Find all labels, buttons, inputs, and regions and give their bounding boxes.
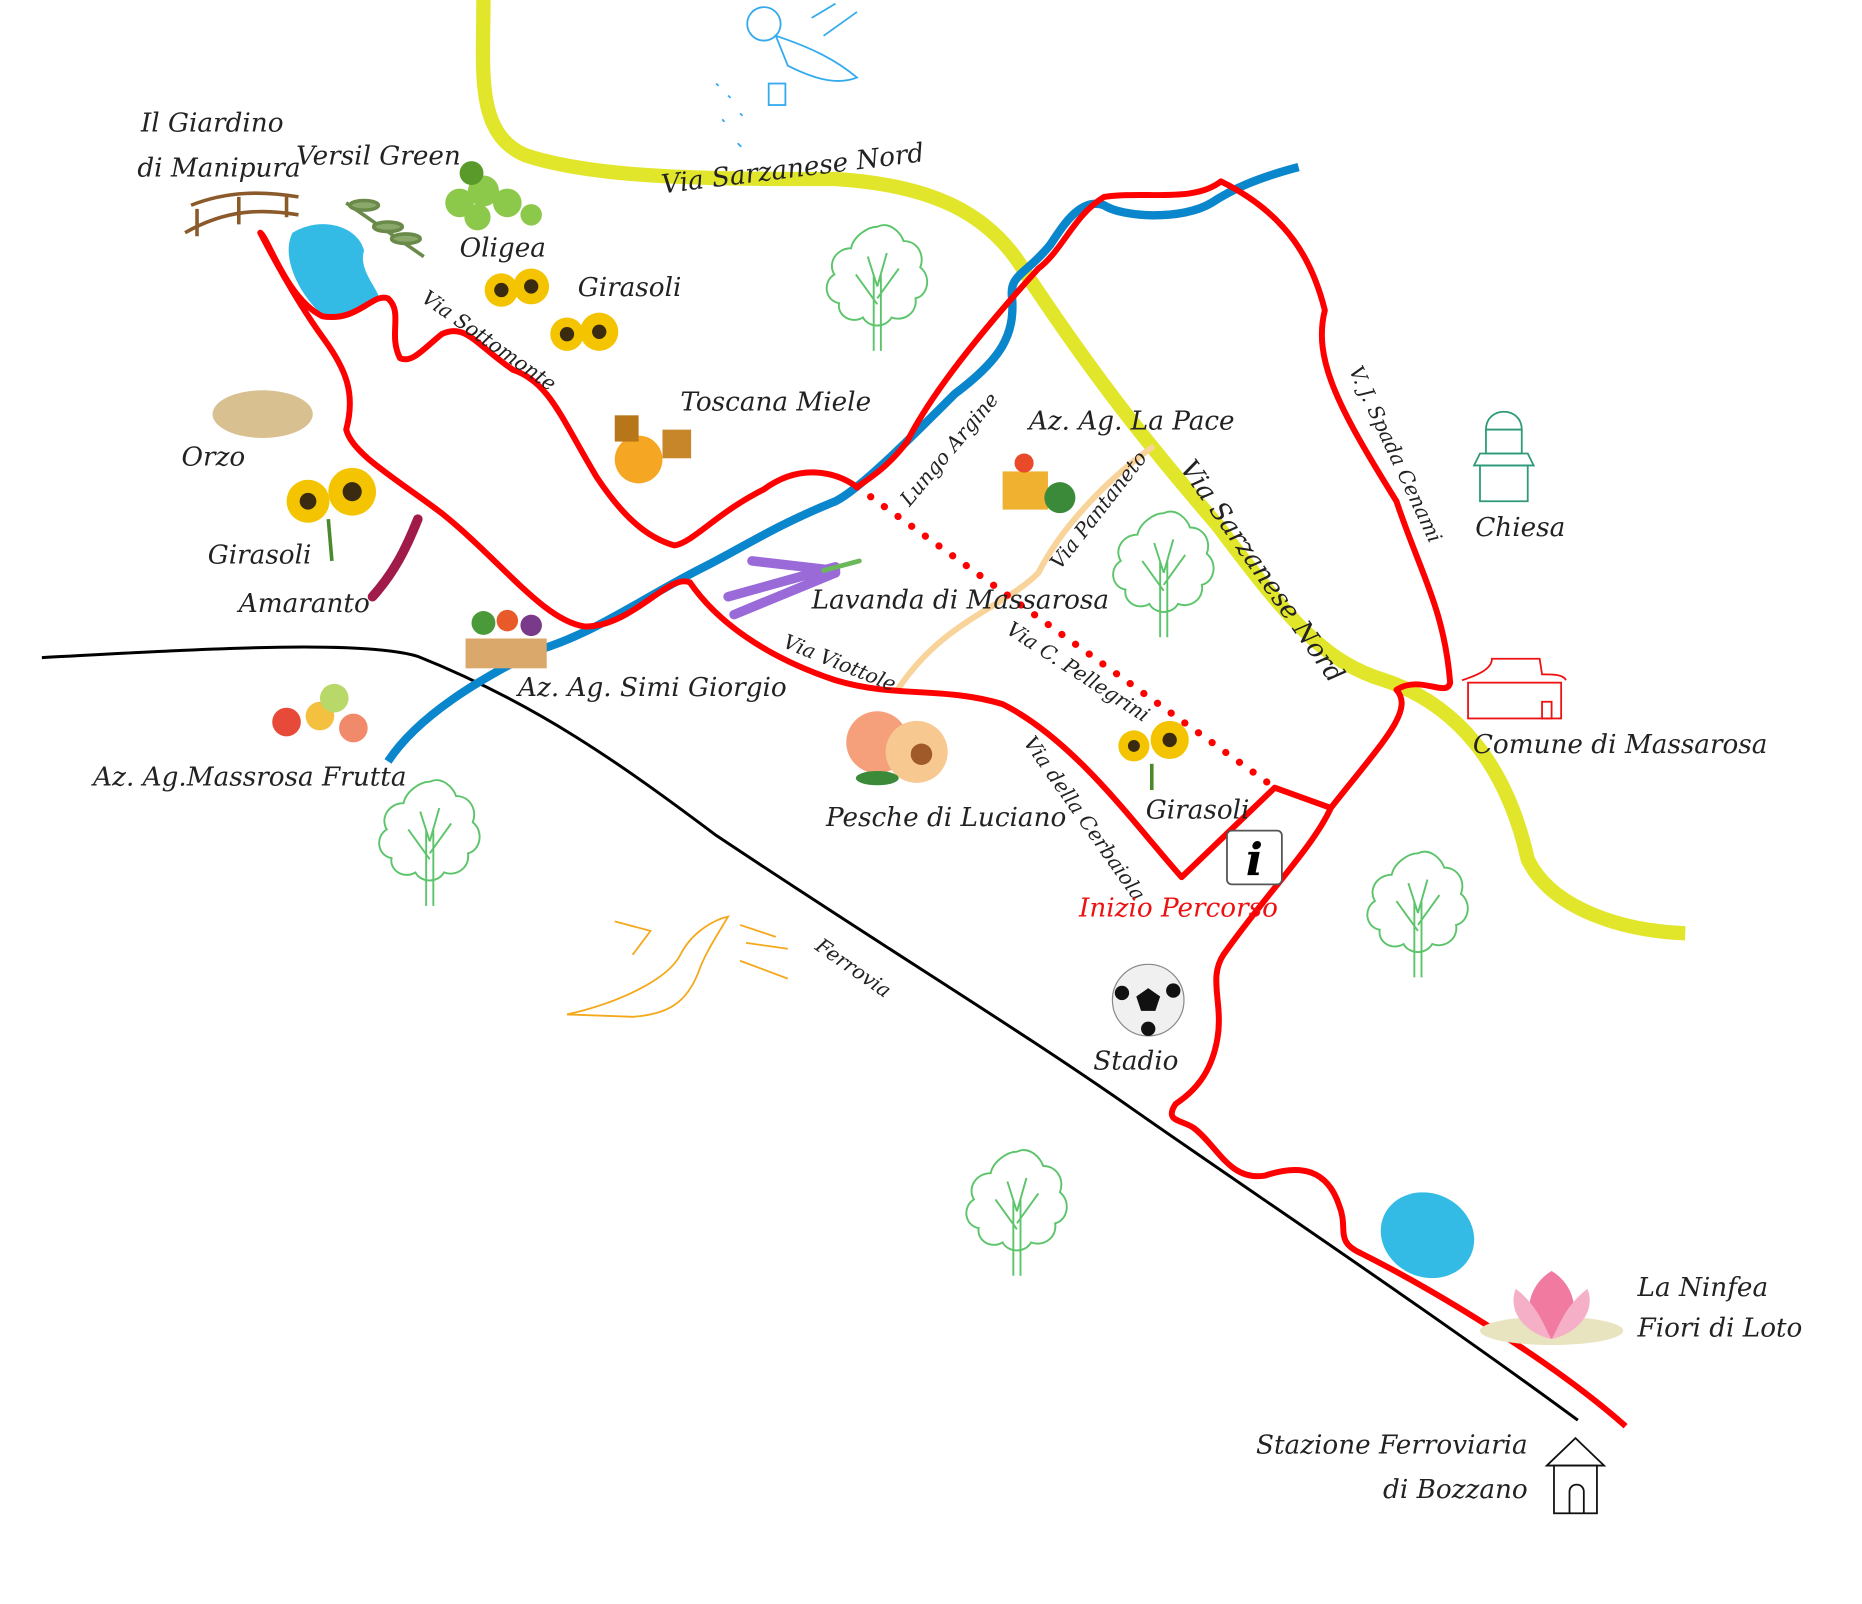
road-label-spada-cenami: V. J. Spada Cenami xyxy=(1344,362,1447,546)
road-label-pellegrini: Via C. Pellegrini xyxy=(1002,617,1154,727)
label-orzo: Orzo xyxy=(182,442,246,472)
label-simi-giorgio: Az. Ag. Simi Giorgio xyxy=(516,673,787,703)
sunflower-icon xyxy=(1118,720,1189,791)
label-stazione-line1: Stazione Ferroviaria xyxy=(1256,1431,1528,1461)
lake-manipura xyxy=(288,224,380,318)
barley-icon xyxy=(212,390,313,438)
dotted-route-pellegrini xyxy=(853,483,1279,792)
hops-icon xyxy=(445,161,542,231)
info-point-icon[interactable]: i xyxy=(1226,829,1283,886)
amaranth-icon xyxy=(367,514,423,602)
label-toscana-miele: Toscana Miele xyxy=(680,388,871,418)
town-hall-icon xyxy=(1461,657,1567,720)
lotus-icon xyxy=(1479,1271,1624,1346)
label-inizio-percorso: Inizio Percorso xyxy=(1078,894,1278,924)
tree-icon xyxy=(378,779,481,907)
label-giardino-line1: Il Giardino xyxy=(140,108,284,138)
label-stadio: Stadio xyxy=(1093,1046,1178,1076)
peach-icon xyxy=(846,711,948,786)
label-chiesa: Chiesa xyxy=(1475,513,1565,543)
label-amaranto: Amaranto xyxy=(237,589,370,619)
soccer-ball-icon xyxy=(1111,963,1185,1037)
walking-route-south xyxy=(1168,806,1628,1429)
label-stazione-line2: di Bozzano xyxy=(1383,1475,1528,1505)
church-icon xyxy=(1472,410,1536,503)
road-via-pantaneto xyxy=(894,444,1155,693)
walking-route xyxy=(257,178,1454,881)
lavender-icon xyxy=(723,556,862,620)
label-girasoli-top: Girasoli xyxy=(578,273,682,303)
tree-icon xyxy=(1112,510,1215,639)
label-massrosa-frutta: Az. Ag.Massrosa Frutta xyxy=(91,762,406,792)
tree-icon xyxy=(965,1149,1068,1277)
tree-icon xyxy=(1366,850,1469,979)
station-house-icon xyxy=(1544,1436,1607,1515)
label-ninfea-line2: Fiori di Loto xyxy=(1637,1314,1803,1344)
vegetable-crate-icon xyxy=(465,609,547,669)
tree-icon xyxy=(825,224,929,352)
river xyxy=(384,163,1300,764)
label-girasoli-left: Girasoli xyxy=(208,540,312,570)
label-la-pace: Az. Ag. La Pace xyxy=(1027,407,1235,437)
olive-branch-icon xyxy=(345,198,425,259)
label-lavanda: Lavanda di Massarosa xyxy=(811,586,1109,616)
road-via-sarzanese-nord xyxy=(475,0,1686,941)
label-ninfea-line1: La Ninfea xyxy=(1637,1273,1769,1303)
dragon-icon xyxy=(566,915,789,1018)
label-girasoli-mid: Girasoli xyxy=(1146,796,1250,826)
sunflower-icon xyxy=(484,268,619,351)
lake-ninfea xyxy=(1380,1192,1475,1279)
fruit-basket-icon xyxy=(1002,453,1076,514)
label-comune: Comune di Massarosa xyxy=(1473,730,1768,760)
label-oligea: Oligea xyxy=(460,234,546,264)
info-icon-glyph: i xyxy=(1246,832,1263,886)
sunflower-icon xyxy=(286,467,377,562)
road-label-lungo-argine: Lungo Argine xyxy=(894,388,1003,511)
road-label-sarzanese-nord-diagonal: Via Sarzanese Nord xyxy=(1174,455,1350,689)
bridge-icon xyxy=(184,191,299,237)
honey-icon xyxy=(614,415,692,484)
label-giardino-line2: di Manipura xyxy=(137,154,300,184)
fairy-icon xyxy=(715,2,859,148)
label-versil-green: Versil Green xyxy=(296,142,461,172)
fruit-icon xyxy=(272,683,368,743)
railway-line xyxy=(41,645,1579,1422)
label-pesche: Pesche di Luciano xyxy=(825,803,1066,833)
